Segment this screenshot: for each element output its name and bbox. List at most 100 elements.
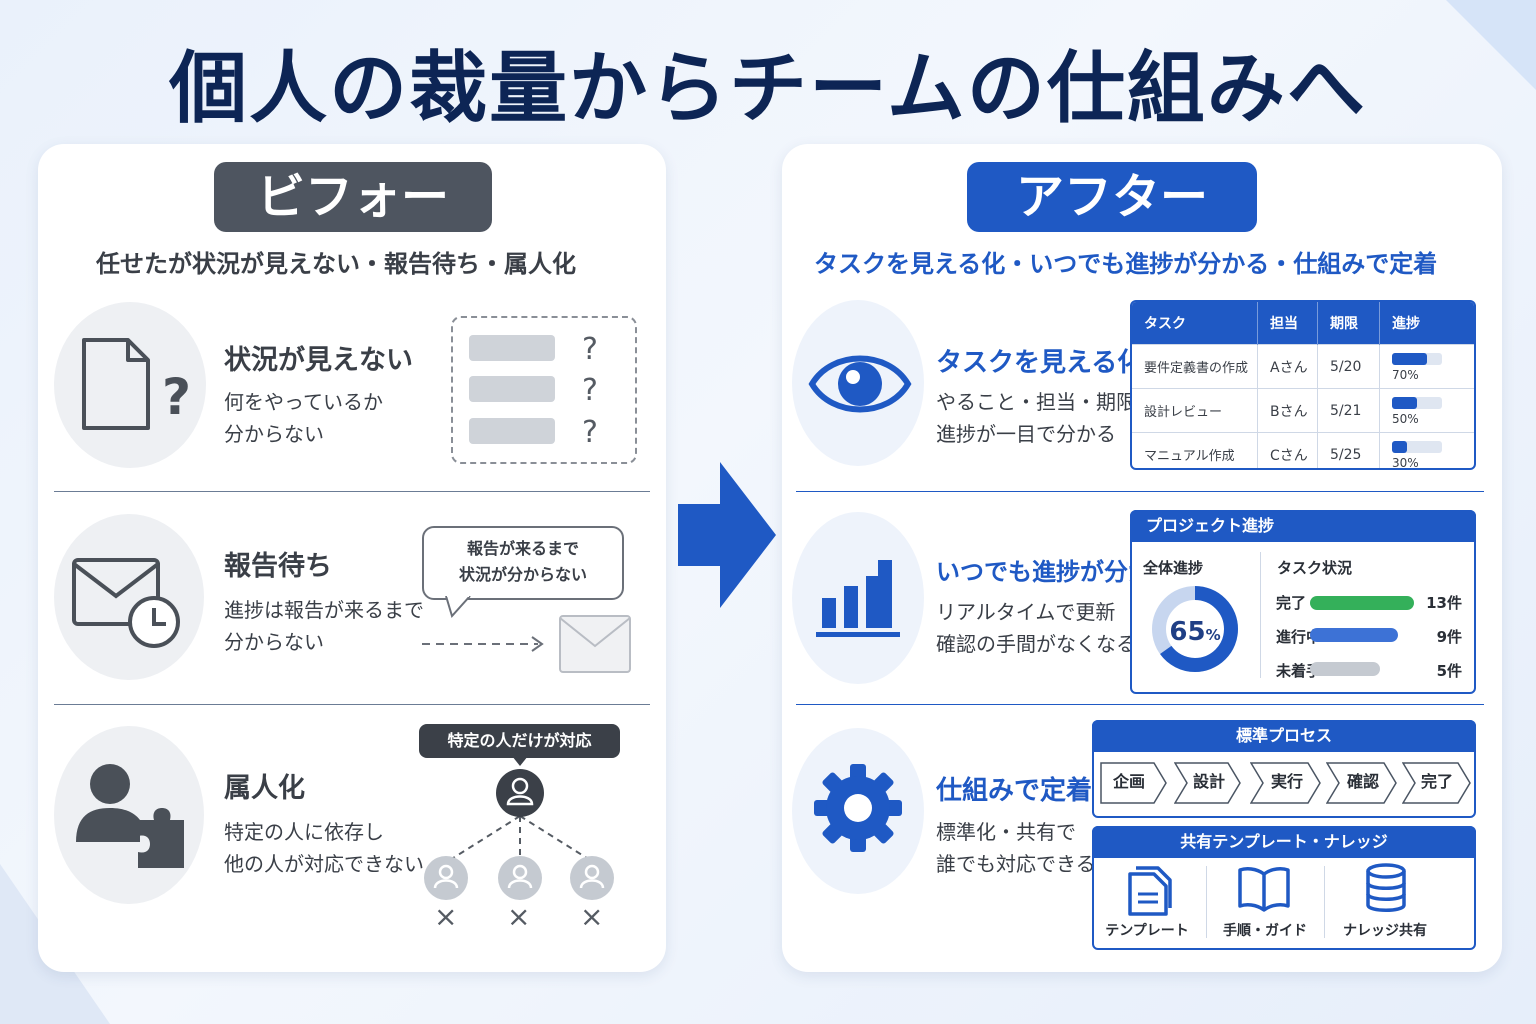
after-item-title: 仕組みで定着 (936, 776, 1093, 806)
placeholder-bar (469, 418, 555, 444)
status-label: 未着手 (1276, 662, 1322, 680)
table-row: 設計レビュー Bさん 5/21 50% (1132, 388, 1474, 433)
placeholder-bar (469, 335, 555, 361)
status-bar-in-progress (1310, 628, 1398, 642)
row-divider (796, 491, 1484, 492)
before-item-title: 状況が見えない (224, 345, 413, 376)
template-icon (1128, 866, 1172, 916)
cross-mark: × (580, 900, 604, 933)
process-step: 完了 (1408, 762, 1466, 802)
after-item-desc: 標準化・共有で 誰でも対応できる (936, 820, 1096, 876)
status-label: 完了 (1276, 594, 1307, 612)
task-owner: Bさん (1257, 388, 1318, 433)
progress-label: 30% (1392, 455, 1419, 470)
status-bar-not-started (1310, 662, 1380, 676)
mail-clock-icon (72, 558, 180, 648)
svg-text:?: ? (162, 368, 191, 426)
cross-mark: × (434, 900, 458, 933)
process-step-shape (1402, 762, 1471, 804)
process-step: 企画 (1100, 762, 1158, 802)
question-mark: ? (582, 373, 598, 408)
overall-progress-value: 65% (1148, 617, 1242, 647)
before-item-title: 属人化 (224, 773, 305, 804)
status-bar-done (1310, 596, 1414, 610)
before-item-title: 報告待ち (224, 551, 332, 582)
overall-progress-number: 65 (1169, 617, 1206, 647)
corner-decoration (1446, 0, 1536, 90)
dashed-arrow (422, 636, 544, 652)
after-badge: アフター (967, 162, 1257, 232)
question-mark: ? (582, 415, 598, 450)
task-owner: Aさん (1257, 344, 1318, 389)
task-name: マニュアル作成 (1132, 432, 1258, 468)
after-item-desc: やること・担当・期限・ 進捗が一目で分かる (936, 390, 1156, 446)
before-icon-circle (54, 302, 206, 468)
task-table: タスク 担当 期限 進捗 要件定義書の作成 Aさん 5/20 70% 設計レビュ… (1132, 302, 1474, 470)
process-step: 実行 (1258, 762, 1316, 802)
standard-process-header: 標準プロセス (1092, 720, 1476, 752)
process-step-shape (1250, 762, 1321, 804)
speech-bubble: 報告が来るまで 状況が分からない (422, 526, 624, 600)
task-name: 要件定義書の作成 (1132, 344, 1258, 389)
process-step-shape (1326, 762, 1397, 804)
task-status-label: タスク状況 (1277, 559, 1353, 577)
progress-label: 70% (1392, 367, 1419, 382)
task-due: 5/25 (1317, 432, 1380, 468)
task-table-frame: タスク 担当 期限 進捗 要件定義書の作成 Aさん 5/20 70% 設計レビュ… (1130, 300, 1476, 470)
task-table-header: 進捗 (1379, 302, 1474, 345)
process-step-shape (1100, 762, 1167, 804)
before-icon-circle (54, 514, 204, 680)
task-owner: Cさん (1257, 432, 1318, 468)
bar-chart-icon (816, 560, 900, 637)
row-divider (54, 704, 650, 705)
donut-chart (1152, 586, 1238, 672)
before-item-desc: 進捗は報告が来るまで 分からない (224, 598, 424, 654)
overall-progress-label: 全体進捗 (1143, 559, 1204, 577)
before-item-desc: 特定の人に依存し 他の人が対応できない (224, 820, 424, 876)
before-subtitle: 任せたが状況が見えない・報告待ち・属人化 (96, 250, 576, 278)
process-step-label: 設計 (1192, 772, 1225, 791)
eye-icon (808, 355, 912, 413)
status-count: 9件 (1436, 628, 1462, 646)
task-progress: 30% (1379, 432, 1474, 470)
status-count: 5件 (1436, 662, 1462, 680)
knowledge-item-label: テンプレート (1105, 923, 1189, 939)
document-question-icon: ? (82, 338, 191, 430)
placeholder-bar (469, 376, 555, 402)
envelope-icon (559, 615, 631, 673)
gear-icon (814, 764, 902, 852)
dependency-tree (424, 756, 614, 900)
card-divider (1324, 866, 1325, 938)
unknown-task-list (451, 316, 637, 464)
row-divider (54, 491, 650, 492)
table-row: 要件定義書の作成 Aさん 5/20 70% (1132, 344, 1474, 389)
knowledge-item-label: ナレッジ共有 (1343, 923, 1427, 939)
task-progress: 70% (1379, 344, 1474, 389)
process-step-label: 企画 (1112, 772, 1145, 791)
database-icon (1366, 863, 1406, 912)
progress-bar (1392, 396, 1442, 409)
page-title: 個人の裁量からチームの仕組みへ (169, 44, 1367, 134)
before-badge: ビフォー (214, 162, 492, 232)
card-divider (1260, 552, 1261, 678)
row-divider (796, 704, 1484, 705)
person-puzzle-icon (76, 764, 184, 868)
task-progress: 50% (1379, 388, 1474, 433)
project-progress-header: プロジェクト進捗 (1130, 510, 1476, 542)
task-table-header: タスク (1132, 302, 1258, 345)
question-mark: ? (582, 332, 598, 367)
before-item-desc: 何をやっているか 分からない (224, 390, 383, 446)
task-table-header: 期限 (1317, 302, 1380, 345)
status-label: 進行中 (1276, 628, 1322, 646)
after-item-desc: リアルタイムで更新 確認の手間がなくなる (936, 600, 1136, 656)
book-icon (1238, 867, 1290, 912)
task-name: 設計レビュー (1132, 388, 1258, 433)
after-item-title: タスクを見える化 (936, 348, 1144, 378)
process-step-shape (1174, 762, 1241, 804)
after-subtitle: タスクを見える化・いつでも進捗が分かる・仕組みで定着 (814, 250, 1438, 278)
status-count: 13件 (1426, 594, 1462, 612)
table-row: マニュアル作成 Cさん 5/25 30% (1132, 432, 1474, 470)
task-due: 5/21 (1317, 388, 1380, 433)
overall-progress-unit: % (1205, 626, 1221, 644)
cross-mark: × (507, 900, 531, 933)
